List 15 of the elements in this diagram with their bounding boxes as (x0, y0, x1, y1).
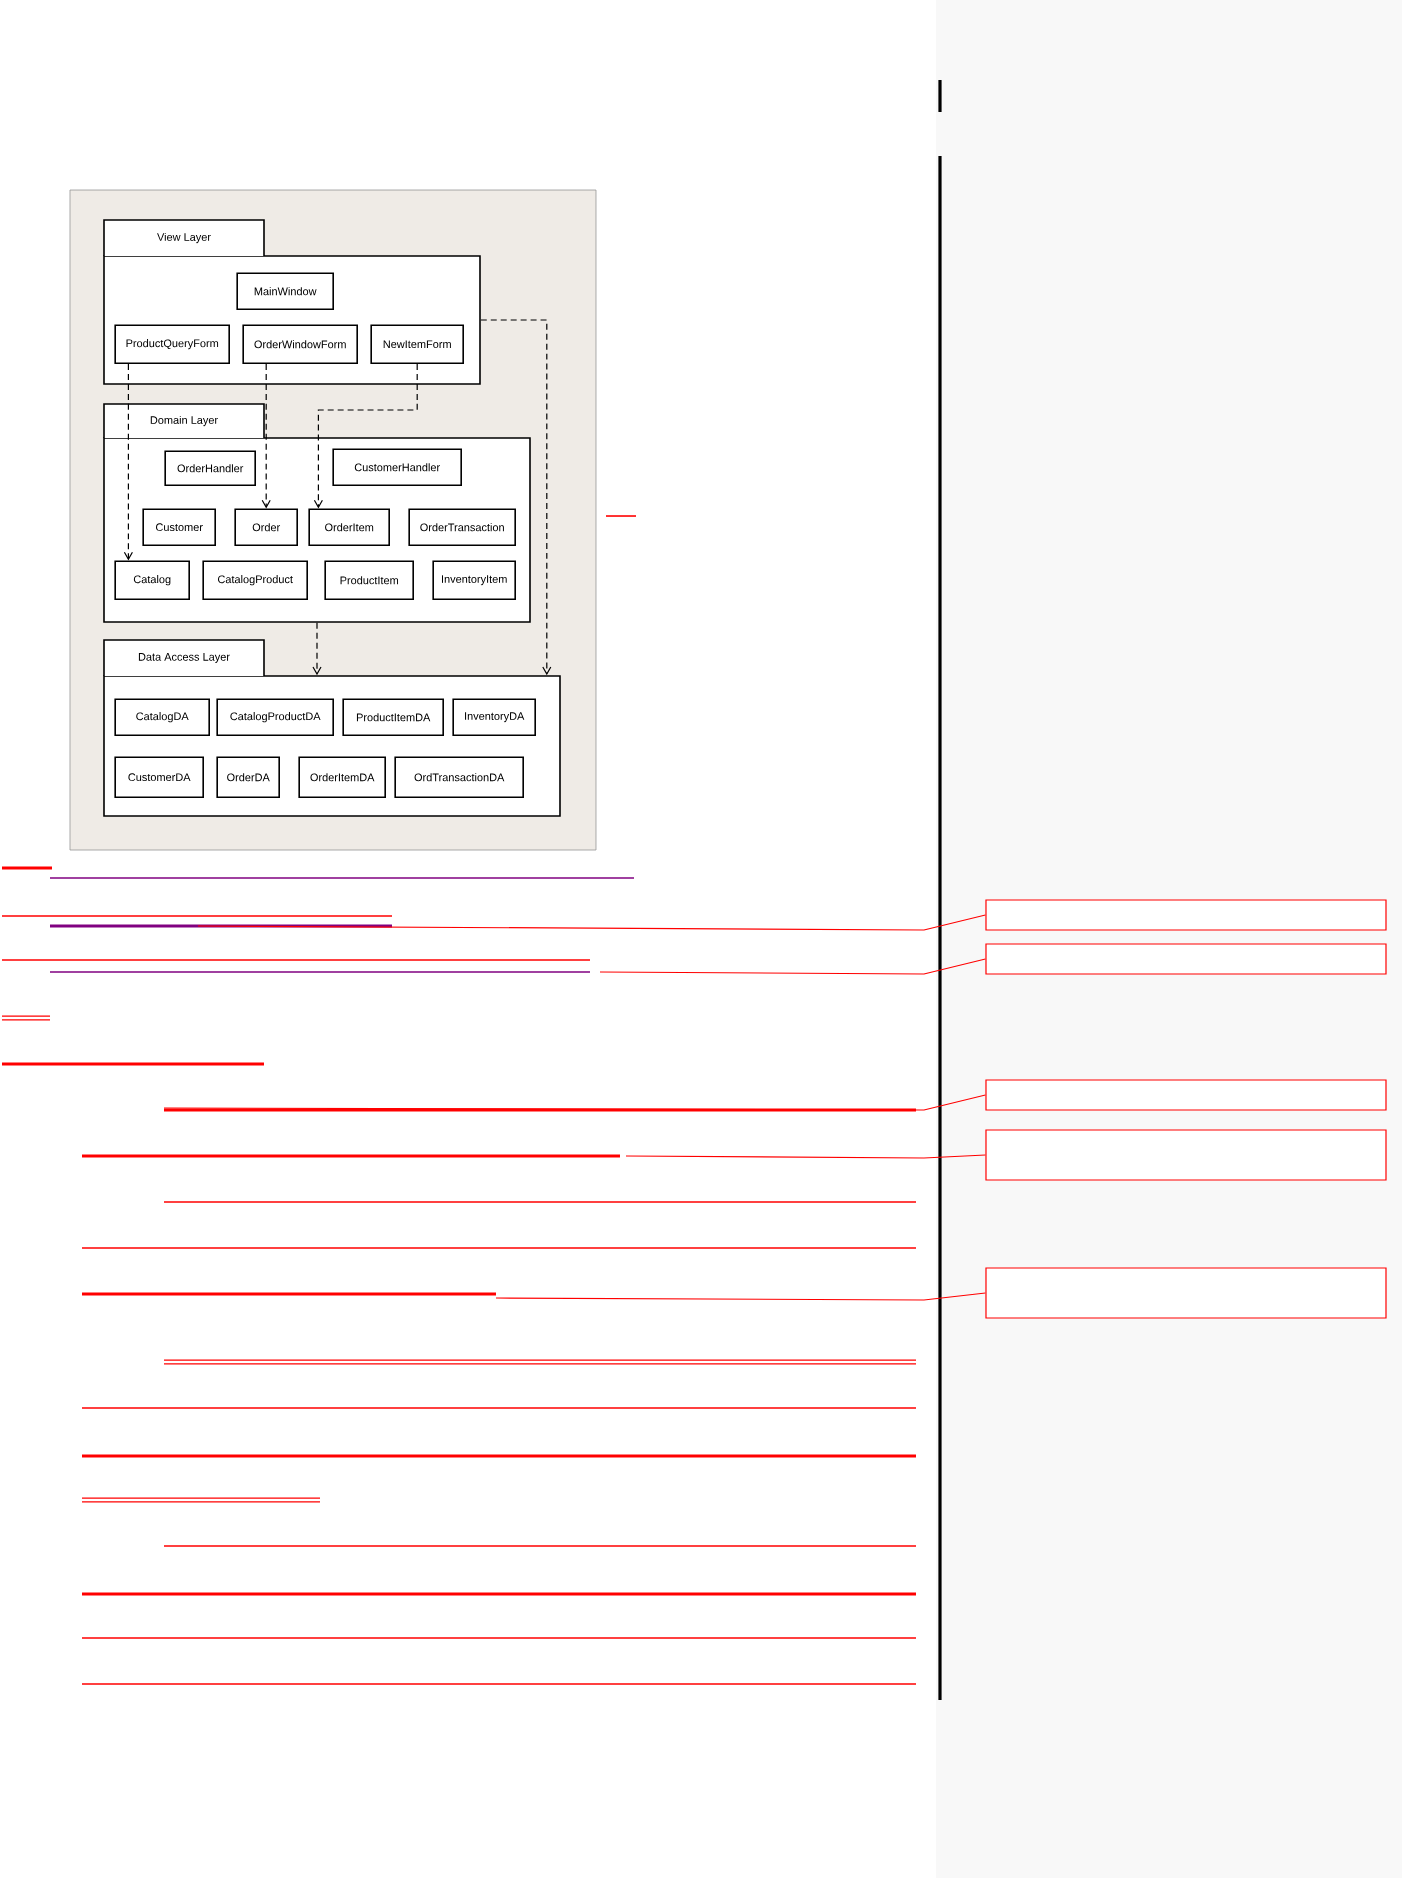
dependency-arrow (123, 363, 133, 561)
comment-balloon (985, 1079, 1387, 1111)
comment-balloon (985, 899, 1387, 931)
dependency-arrow (313, 363, 418, 509)
leader-line (495, 1292, 986, 1301)
leader-line (197, 914, 986, 931)
leader-line (599, 958, 986, 975)
comment-balloon (985, 943, 1387, 975)
comment-balloon (985, 1267, 1387, 1319)
dependency-arrow (261, 363, 271, 509)
comment-balloon (985, 1129, 1387, 1181)
dependency-arrow (312, 622, 322, 676)
leader-line (625, 1154, 986, 1159)
leader-line (163, 1094, 986, 1111)
dependency-arrow (480, 319, 552, 676)
